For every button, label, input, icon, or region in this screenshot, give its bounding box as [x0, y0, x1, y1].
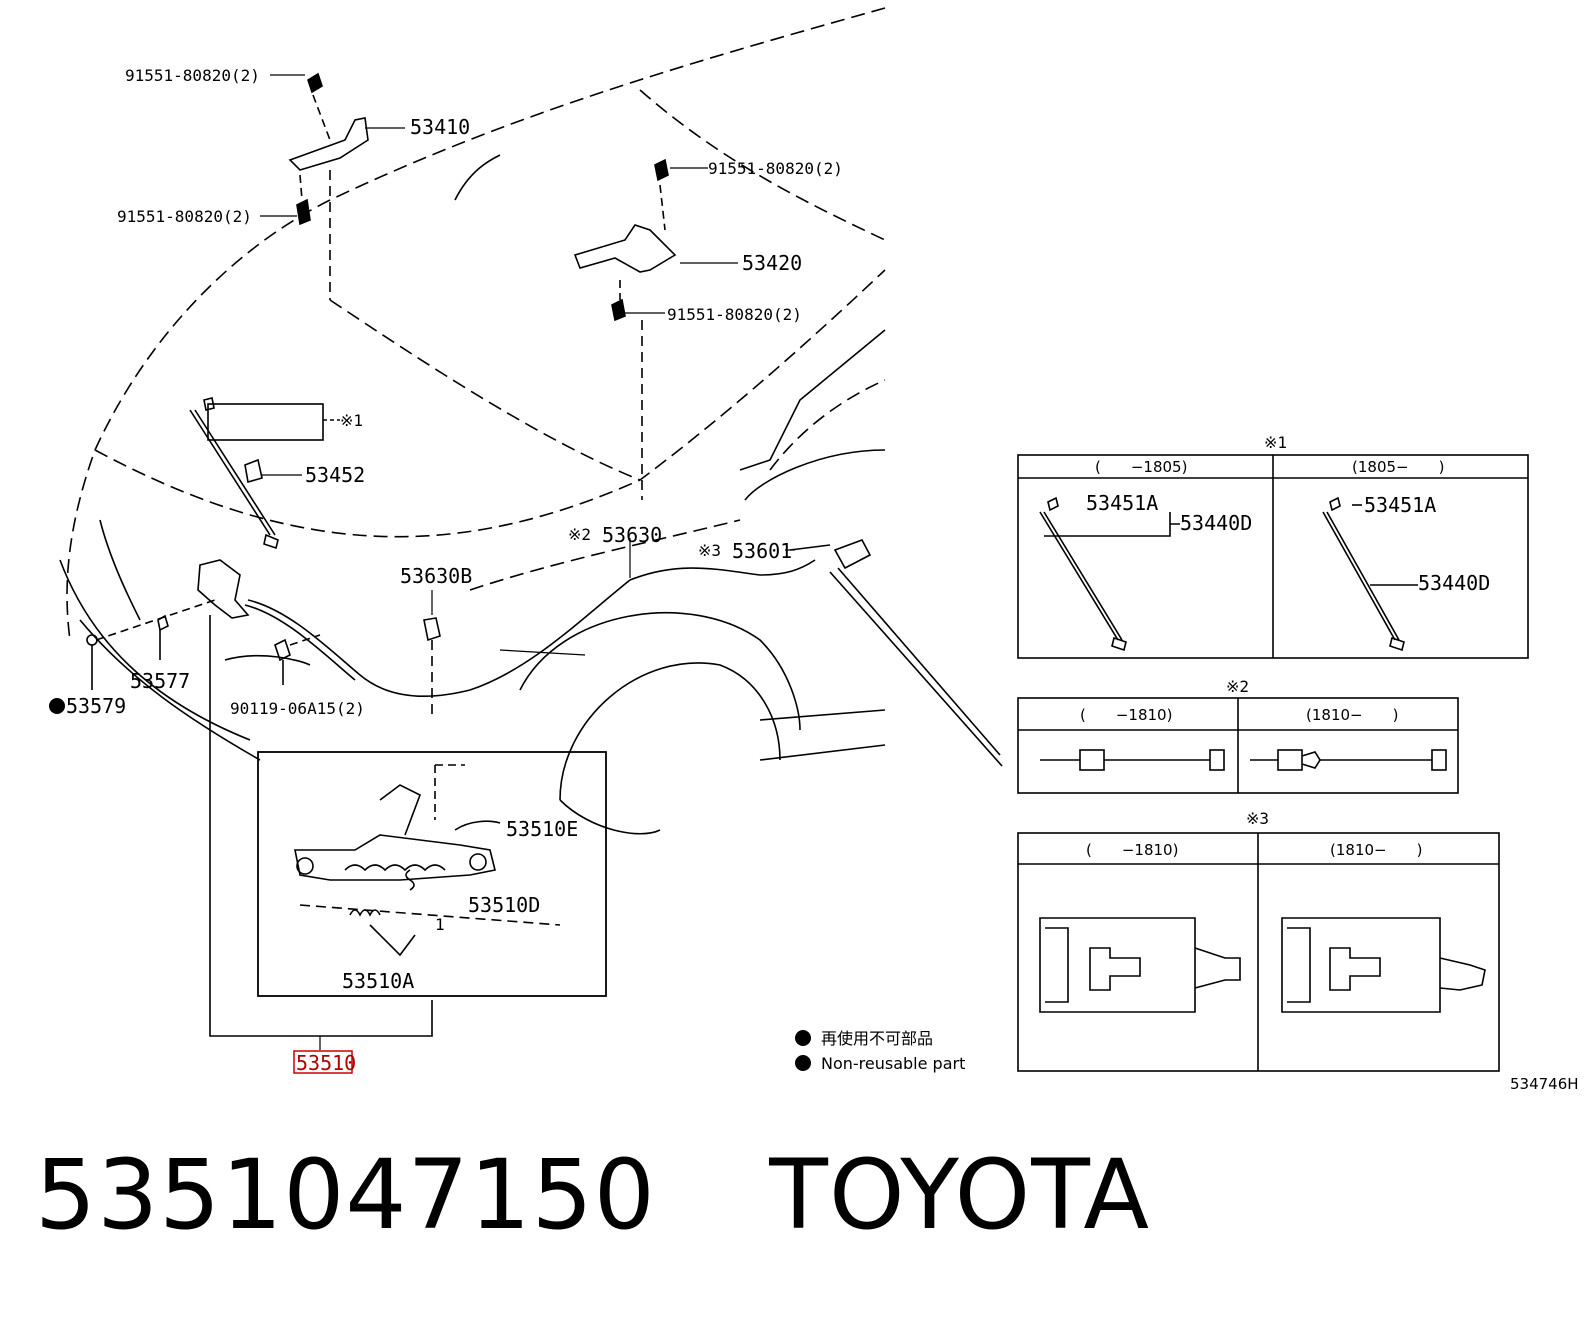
legend-dot-en [795, 1055, 811, 1071]
fender-arch [59, 154, 886, 835]
lock-detail-box [257, 751, 607, 997]
cable-clamp [423, 617, 441, 720]
inset1-rod-a: 53451A [1086, 491, 1158, 515]
label-cable: 53630 [602, 523, 662, 547]
legend-jp: 再使用不可部品 [821, 1029, 933, 1048]
label-handle: 53601 [732, 539, 792, 563]
label-cable-mark: ※2 [568, 525, 591, 544]
hood-support-rod [189, 397, 279, 550]
label-bolt-top-left: 91551-80820(2) [125, 66, 260, 85]
inset1-rod-d: 53440D [1180, 511, 1252, 535]
label-spring-e: 53510E [506, 817, 578, 841]
inset-3 [1017, 832, 1500, 1072]
inset3-right-head: (1810− ) [1330, 841, 1422, 859]
label-bolt-mid-left: 91551-80820(2) [117, 207, 252, 226]
release-handle-part [789, 539, 1003, 767]
label-support: 53452 [305, 463, 365, 487]
diagram-code: 534746H [1510, 1075, 1579, 1093]
inset1-right-head: (1805− ) [1352, 458, 1444, 476]
lock-detail-drawing [294, 764, 561, 957]
inset1-left-head: ( −1805) [1095, 458, 1187, 476]
part-number: 5351047150 [35, 1139, 656, 1251]
label-note1-ref: ※1 [340, 411, 363, 430]
inset-2 [1017, 697, 1459, 794]
parts-diagram: 91551-80820(2) 91551-80820(2) 53410 9155… [49, 7, 1579, 1093]
label-spring-a: 53510A [342, 969, 414, 993]
inset2-mark: ※2 [1226, 677, 1249, 696]
non-reusable-dot [49, 698, 65, 714]
inset2-left-head: ( −1810) [1080, 706, 1172, 724]
hood-lock-part [197, 559, 816, 1037]
label-bolt-top-right: 91551-80820(2) [708, 159, 843, 178]
inset1-rod-a2: 53451A [1364, 493, 1436, 517]
inset3-mark: ※3 [1246, 809, 1269, 828]
label-bolt-mid-right: 91551-80820(2) [667, 305, 802, 324]
inset1-mark: ※1 [1264, 433, 1287, 452]
footer-title: 5351047150 TOYOTA [35, 1140, 1150, 1250]
label-lock-highlighted[interactable]: 53510 [296, 1051, 356, 1075]
hinge-left-part [288, 72, 369, 300]
legend-dot-jp [795, 1030, 811, 1046]
label-bumper-left: 53579 [66, 694, 126, 718]
label-hinge-right: 53420 [742, 251, 802, 275]
inset-1 [1017, 454, 1529, 659]
label-screw: 90119-06A15(2) [230, 699, 365, 718]
label-bumper: 53577 [130, 669, 190, 693]
inset2-right-head: (1810− ) [1306, 706, 1398, 724]
bumper-parts [86, 599, 321, 690]
label-handle-mark: ※3 [698, 541, 721, 560]
label-clamp: 53630B [400, 564, 472, 588]
leader-lines [260, 74, 795, 1050]
label-spring-d: 53510D [468, 893, 540, 917]
highlight-box [293, 1050, 353, 1074]
inset3-left-head: ( −1810) [1086, 841, 1178, 859]
car-body-outline [66, 7, 886, 641]
hinge-right-part [573, 158, 677, 500]
inset1-rod-d2: 53440D [1418, 571, 1490, 595]
note1-box [207, 403, 324, 441]
brand-name: TOYOTA [769, 1139, 1151, 1251]
label-hinge-left: 53410 [410, 115, 470, 139]
legend-en: Non-reusable part [821, 1054, 965, 1073]
label-one: 1 [435, 915, 445, 934]
